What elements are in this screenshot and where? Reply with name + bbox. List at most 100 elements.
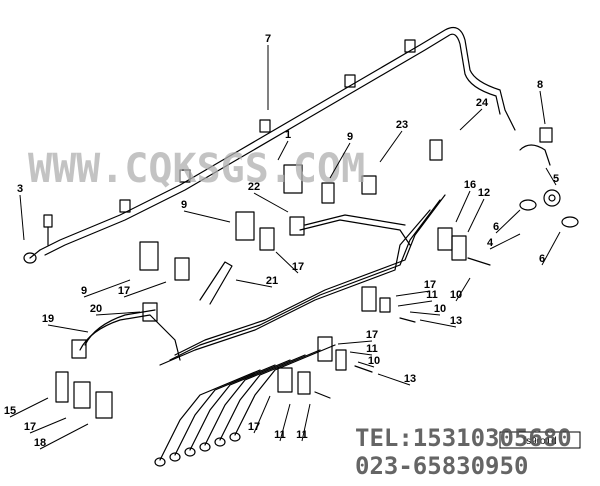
callout: 22 (248, 181, 289, 213)
callout-number: 10 (368, 355, 380, 367)
callout-number: 24 (476, 97, 489, 109)
callout: 18 (34, 423, 89, 450)
callout-number: 22 (248, 181, 260, 193)
callout-number: 17 (24, 421, 36, 433)
callout-number: 6 (539, 253, 545, 265)
callout: 3 (17, 183, 25, 241)
callout-number: 17 (424, 279, 436, 291)
callout-number: 13 (450, 315, 462, 327)
leader-line (9, 397, 49, 418)
leader-line (47, 324, 89, 333)
callout-number: 17 (292, 261, 304, 273)
callout: 11 (349, 343, 378, 356)
callout: 7 (265, 33, 271, 110)
leader-line (301, 403, 311, 442)
callout-number: 23 (396, 119, 408, 131)
callout: 13 (377, 373, 416, 386)
callout-number: 16 (464, 179, 476, 191)
leader-line (419, 319, 457, 328)
callout: 10 (357, 355, 380, 368)
leader-line (349, 351, 373, 356)
callout-number: 10 (434, 303, 446, 315)
leader-line (541, 231, 561, 266)
callout-number: 15 (4, 405, 16, 417)
leader-line (379, 130, 403, 163)
callout-number: 3 (17, 183, 23, 195)
leader-line (455, 190, 471, 223)
clamp-block (344, 74, 356, 88)
callout-number: 11 (366, 343, 378, 355)
leader-line (337, 340, 373, 345)
callout-number: 17 (366, 329, 378, 341)
callout: 17 (275, 251, 304, 274)
callout-number: 21 (266, 275, 278, 287)
callout-number: 6 (493, 221, 499, 233)
watermark-site: WWW.CQKSGS.COM (28, 146, 365, 192)
callout: 15 (4, 397, 49, 418)
callout-number: 12 (478, 187, 490, 199)
leader-line (495, 209, 521, 234)
callout: 17 (24, 417, 67, 434)
callout: 10 (409, 303, 446, 316)
callout-number: 13 (404, 373, 416, 385)
callout: 9 (81, 279, 131, 298)
callout: 4 (487, 233, 521, 250)
callout: 17 (395, 279, 436, 297)
callout-number: 18 (34, 437, 46, 449)
leader-line (83, 279, 131, 298)
figure-id-box (499, 431, 581, 449)
leader-line (467, 198, 485, 233)
callout-number: 17 (248, 421, 260, 433)
callout-number: 11 (274, 429, 286, 441)
leader-line (29, 417, 67, 434)
clamp-block (179, 169, 191, 183)
leader-line (275, 251, 299, 274)
callout: 1 (277, 129, 291, 161)
callout: 17 (337, 329, 378, 345)
leader-line (183, 210, 231, 223)
clamp-block (259, 119, 271, 133)
callout: 16 (455, 179, 476, 223)
callout: 11 (296, 403, 311, 442)
callout-number: 9 (81, 285, 87, 297)
leader-line (377, 373, 411, 386)
leader-line (459, 108, 483, 131)
callout: 23 (379, 119, 408, 163)
callout-number: 10 (450, 289, 462, 301)
callout-number: 9 (347, 131, 353, 143)
callout: 6 (493, 209, 521, 234)
leader-line (235, 279, 273, 288)
callout-number: 17 (118, 285, 130, 297)
figure-id: fs9ro1d (523, 436, 556, 447)
clamp-block (119, 199, 131, 213)
callout: 5 (545, 167, 559, 186)
leader-line (279, 403, 291, 442)
leader-line (409, 311, 441, 316)
leader-line (455, 277, 471, 302)
leader-line (357, 361, 375, 368)
callout-number: 5 (553, 173, 559, 185)
callout: 9 (181, 199, 231, 223)
parts-linework (23, 27, 579, 467)
callout: 9 (329, 131, 353, 179)
callout-number: 4 (487, 237, 494, 249)
leader-line (19, 194, 25, 241)
leader-line (253, 395, 271, 434)
callout: 19 (42, 313, 89, 333)
callout-number: 9 (181, 199, 187, 211)
leader-line (95, 311, 141, 316)
leader-line (253, 192, 289, 213)
leader-line (397, 300, 433, 307)
clamp-block (404, 39, 416, 53)
leader-line (395, 290, 431, 297)
leader-line (277, 140, 289, 161)
leader-line (539, 90, 546, 125)
leader-line (39, 423, 89, 450)
callout: 20 (90, 303, 141, 316)
callout-number: 20 (90, 303, 102, 315)
callout: 13 (419, 315, 462, 328)
leader-line (123, 281, 167, 298)
watermark-tel: TEL:15310305680 (355, 424, 572, 452)
